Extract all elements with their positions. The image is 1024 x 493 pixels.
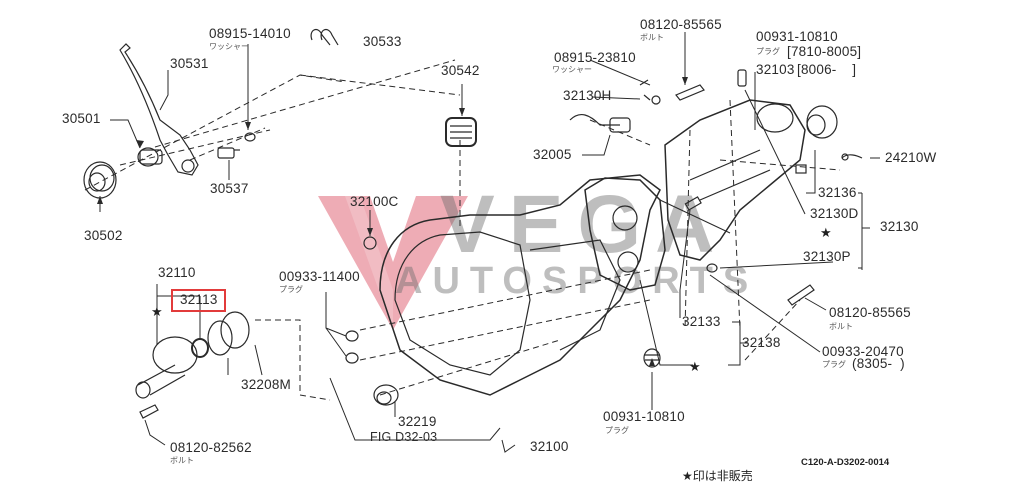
part-label-08915-23810[interactable]: 08915-23810	[554, 50, 636, 65]
part-label-08120-85565-right[interactable]: 08120-85565	[829, 305, 911, 320]
part-label-32110[interactable]: 32110	[158, 265, 196, 280]
part-label-32130[interactable]: 32130	[880, 219, 919, 234]
part-label-00933-11400[interactable]: 00933-11400	[279, 269, 360, 284]
star-marker-32130: ★	[820, 226, 832, 241]
part-range-00933-20470: (8305- )	[852, 356, 905, 371]
drawing-code: C120-A-D3202-0014	[801, 457, 890, 468]
part-range-00931-10810-top: [7810-8005]	[787, 44, 862, 59]
part-label-30537[interactable]: 30537	[210, 181, 249, 196]
footnote-not-for-sale: ★印は非販売	[682, 469, 753, 483]
figure-reference[interactable]: FIG D32-03	[370, 430, 438, 444]
part-range-32103: [8006- ]	[797, 62, 857, 77]
part-label-32136[interactable]: 32136	[818, 185, 857, 200]
star-marker-32138: ★	[689, 360, 701, 375]
adapter-plate	[584, 177, 666, 291]
part-label-32005[interactable]: 32005	[533, 147, 572, 162]
part-label-32138[interactable]: 32138	[742, 335, 781, 350]
part-label-32100[interactable]: 32100	[530, 439, 569, 454]
part-label-08915-14010[interactable]: 08915-14010	[209, 26, 291, 41]
part-label-32100C[interactable]: 32100C	[350, 194, 399, 209]
part-label-32130P[interactable]: 32130P	[803, 249, 851, 264]
part-label-32103[interactable]: 32103	[756, 62, 795, 77]
part-desc-00931-10810-top: プラグ	[756, 47, 780, 56]
part-label-00931-10810-bottom[interactable]: 00931-10810	[603, 409, 685, 424]
extension-housing	[664, 99, 806, 261]
part-desc-08120-85565-top: ボルト	[640, 33, 664, 42]
part-label-30501[interactable]: 30501	[62, 111, 101, 126]
part-desc-00931-10810-bottom: プラグ	[605, 426, 629, 435]
part-label-32208M[interactable]: 32208M	[241, 377, 291, 392]
front-cover	[152, 336, 198, 374]
part-label-32219[interactable]: 32219	[398, 414, 437, 429]
part-label-08120-82562[interactable]: 08120-82562	[170, 440, 252, 455]
part-label-30533[interactable]: 30533	[363, 34, 402, 49]
part-label-30502[interactable]: 30502	[84, 228, 123, 243]
part-label-08120-85565-top[interactable]: 08120-85565	[640, 17, 722, 32]
part-desc-08120-85565-right: ボルト	[829, 322, 853, 331]
part-desc-08120-82562: ボルト	[170, 456, 194, 465]
star-marker-32110: ★	[151, 305, 163, 320]
part-label-32113[interactable]: 32113	[180, 292, 218, 307]
part-label-00933-20470[interactable]: 00933-20470	[822, 344, 904, 359]
part-label-30531[interactable]: 30531	[170, 56, 209, 71]
part-label-24210W[interactable]: 24210W	[885, 150, 937, 165]
part-desc-08915-23810: ワッシャー	[552, 65, 592, 74]
shift-lever	[119, 43, 199, 176]
part-label-00931-10810-top[interactable]: 00931-10810	[756, 29, 838, 44]
highlight-box-32113	[171, 289, 226, 312]
part-label-32130H[interactable]: 32130H	[563, 88, 612, 103]
part-label-32133[interactable]: 32133	[682, 314, 721, 329]
part-desc-00933-11400: プラグ	[279, 285, 303, 294]
bell-housing	[379, 174, 661, 396]
part-desc-08915-14010: ワッシャー	[209, 42, 249, 51]
part-label-30542[interactable]: 30542	[441, 63, 480, 78]
part-desc-00933-20470: プラグ	[822, 360, 846, 369]
part-label-32130D[interactable]: 32130D	[810, 206, 859, 221]
